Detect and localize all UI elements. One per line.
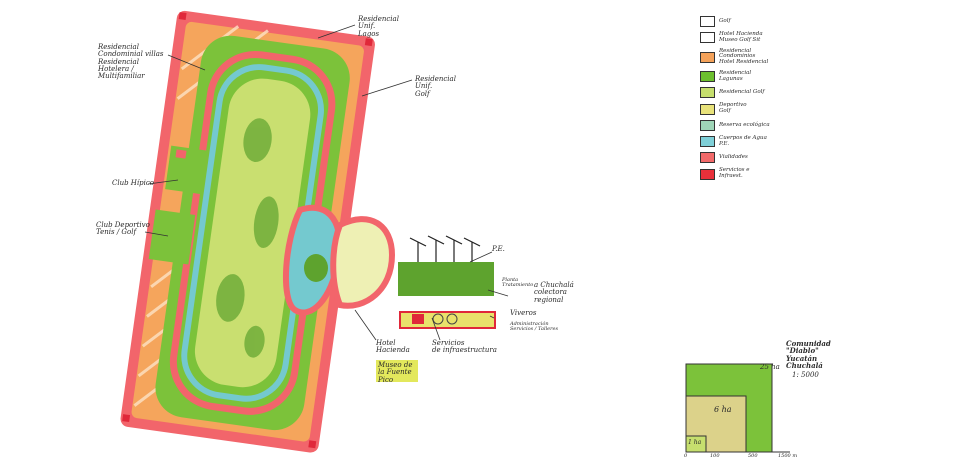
- legend-swatch: [700, 168, 715, 180]
- club-hipico-block: [165, 145, 209, 195]
- legend-item: Residencial Condominios Hotel Residencia…: [700, 47, 770, 66]
- legend-swatch: [700, 51, 715, 63]
- legend-item: Residencial Golf: [700, 87, 770, 99]
- legend-item: Servicios e Infraest.: [700, 168, 770, 180]
- label-administracion: Administración Servicios / Talleres: [510, 321, 559, 333]
- legend-swatch: [700, 119, 715, 131]
- scale-tick-0: 0: [684, 453, 688, 459]
- legend-item: Vialidades: [700, 152, 770, 164]
- area-scale-diagram: [685, 363, 790, 453]
- lake-island: [304, 254, 328, 282]
- infrastructure-strip: [398, 262, 494, 296]
- legend-swatch: [700, 103, 715, 115]
- reserve-zone: [330, 216, 396, 309]
- label-viveros: Viveros: [510, 309, 537, 317]
- label-residencial-condominial: Residencial Condominial villas Residenci…: [98, 43, 164, 81]
- label-museo: Museo de la Fuente Pico: [378, 361, 413, 384]
- legend-label: Deportivo Golf: [719, 102, 747, 115]
- label-6ha: 6 ha: [714, 405, 732, 414]
- legend-swatch: [700, 152, 715, 164]
- scale-tick-100: 100: [710, 453, 720, 459]
- scale-ratio: 1: 5000: [792, 371, 819, 379]
- legend-label: Cuerpos de Agua P.E.: [719, 134, 767, 147]
- scale-title: Comunidad "Diablo" Yucatán Chuchalá: [786, 339, 831, 371]
- label-25ha: 25 ha: [760, 363, 780, 371]
- legend-label: Hotel Hacienda Museo Golf Sit: [719, 31, 763, 43]
- legend-swatch: [700, 87, 715, 99]
- legend-item: Cuerpos de Agua P.E.: [700, 134, 770, 148]
- label-hotel-hacienda: Hotel Hacienda: [376, 339, 410, 355]
- label-servicios: Servicios de infraestructura: [432, 339, 497, 355]
- scale-tick-500: 500: [748, 453, 758, 459]
- legend-item: Golf: [700, 16, 770, 27]
- legend-label: Servicios e Infraest.: [719, 167, 750, 180]
- wind-turbines: [409, 235, 481, 262]
- legend-item: Residencial Lagunas: [700, 69, 770, 83]
- legend-swatch: [700, 136, 715, 148]
- label-residencial-unif-golf: Residencial Unif. Golf: [415, 75, 456, 98]
- legend-label: Vialidades: [719, 154, 748, 161]
- legend-item: Reserva ecológica: [700, 119, 770, 131]
- label-residencial-unif-lagos: Residencial Unif. Lagos: [358, 15, 399, 38]
- legend-item: Deportivo Golf: [700, 103, 770, 115]
- label-planta: Planta Tratamiento: [502, 277, 534, 289]
- scale-tick-1500: 1500 m: [778, 453, 798, 459]
- legend-item: Hotel Hacienda Museo Golf Sit: [700, 31, 770, 44]
- label-pe: P.E.: [492, 245, 505, 253]
- label-club-hipico: Club Hípico: [112, 179, 155, 187]
- legend-label: Residencial Condominios Hotel Residencia…: [719, 47, 769, 66]
- label-a-chuchala: a Chuchalá colectora regional: [534, 281, 574, 304]
- label-1ha: 1 ha: [688, 439, 702, 446]
- legend-label: Residencial Lagunas: [719, 69, 752, 82]
- legend-label: Reserva ecológica: [719, 121, 770, 128]
- legend-swatch: [700, 71, 715, 83]
- label-club-deportivo: Club Deportivo Tenis / Golf: [96, 221, 150, 237]
- legend-label: Residencial Golf: [719, 88, 765, 95]
- museo-highlight: [376, 360, 418, 382]
- club-deportivo-block: [148, 209, 196, 265]
- legend-label: Golf: [719, 17, 731, 24]
- legend-swatch: [700, 32, 715, 44]
- legend-swatch: [700, 16, 715, 27]
